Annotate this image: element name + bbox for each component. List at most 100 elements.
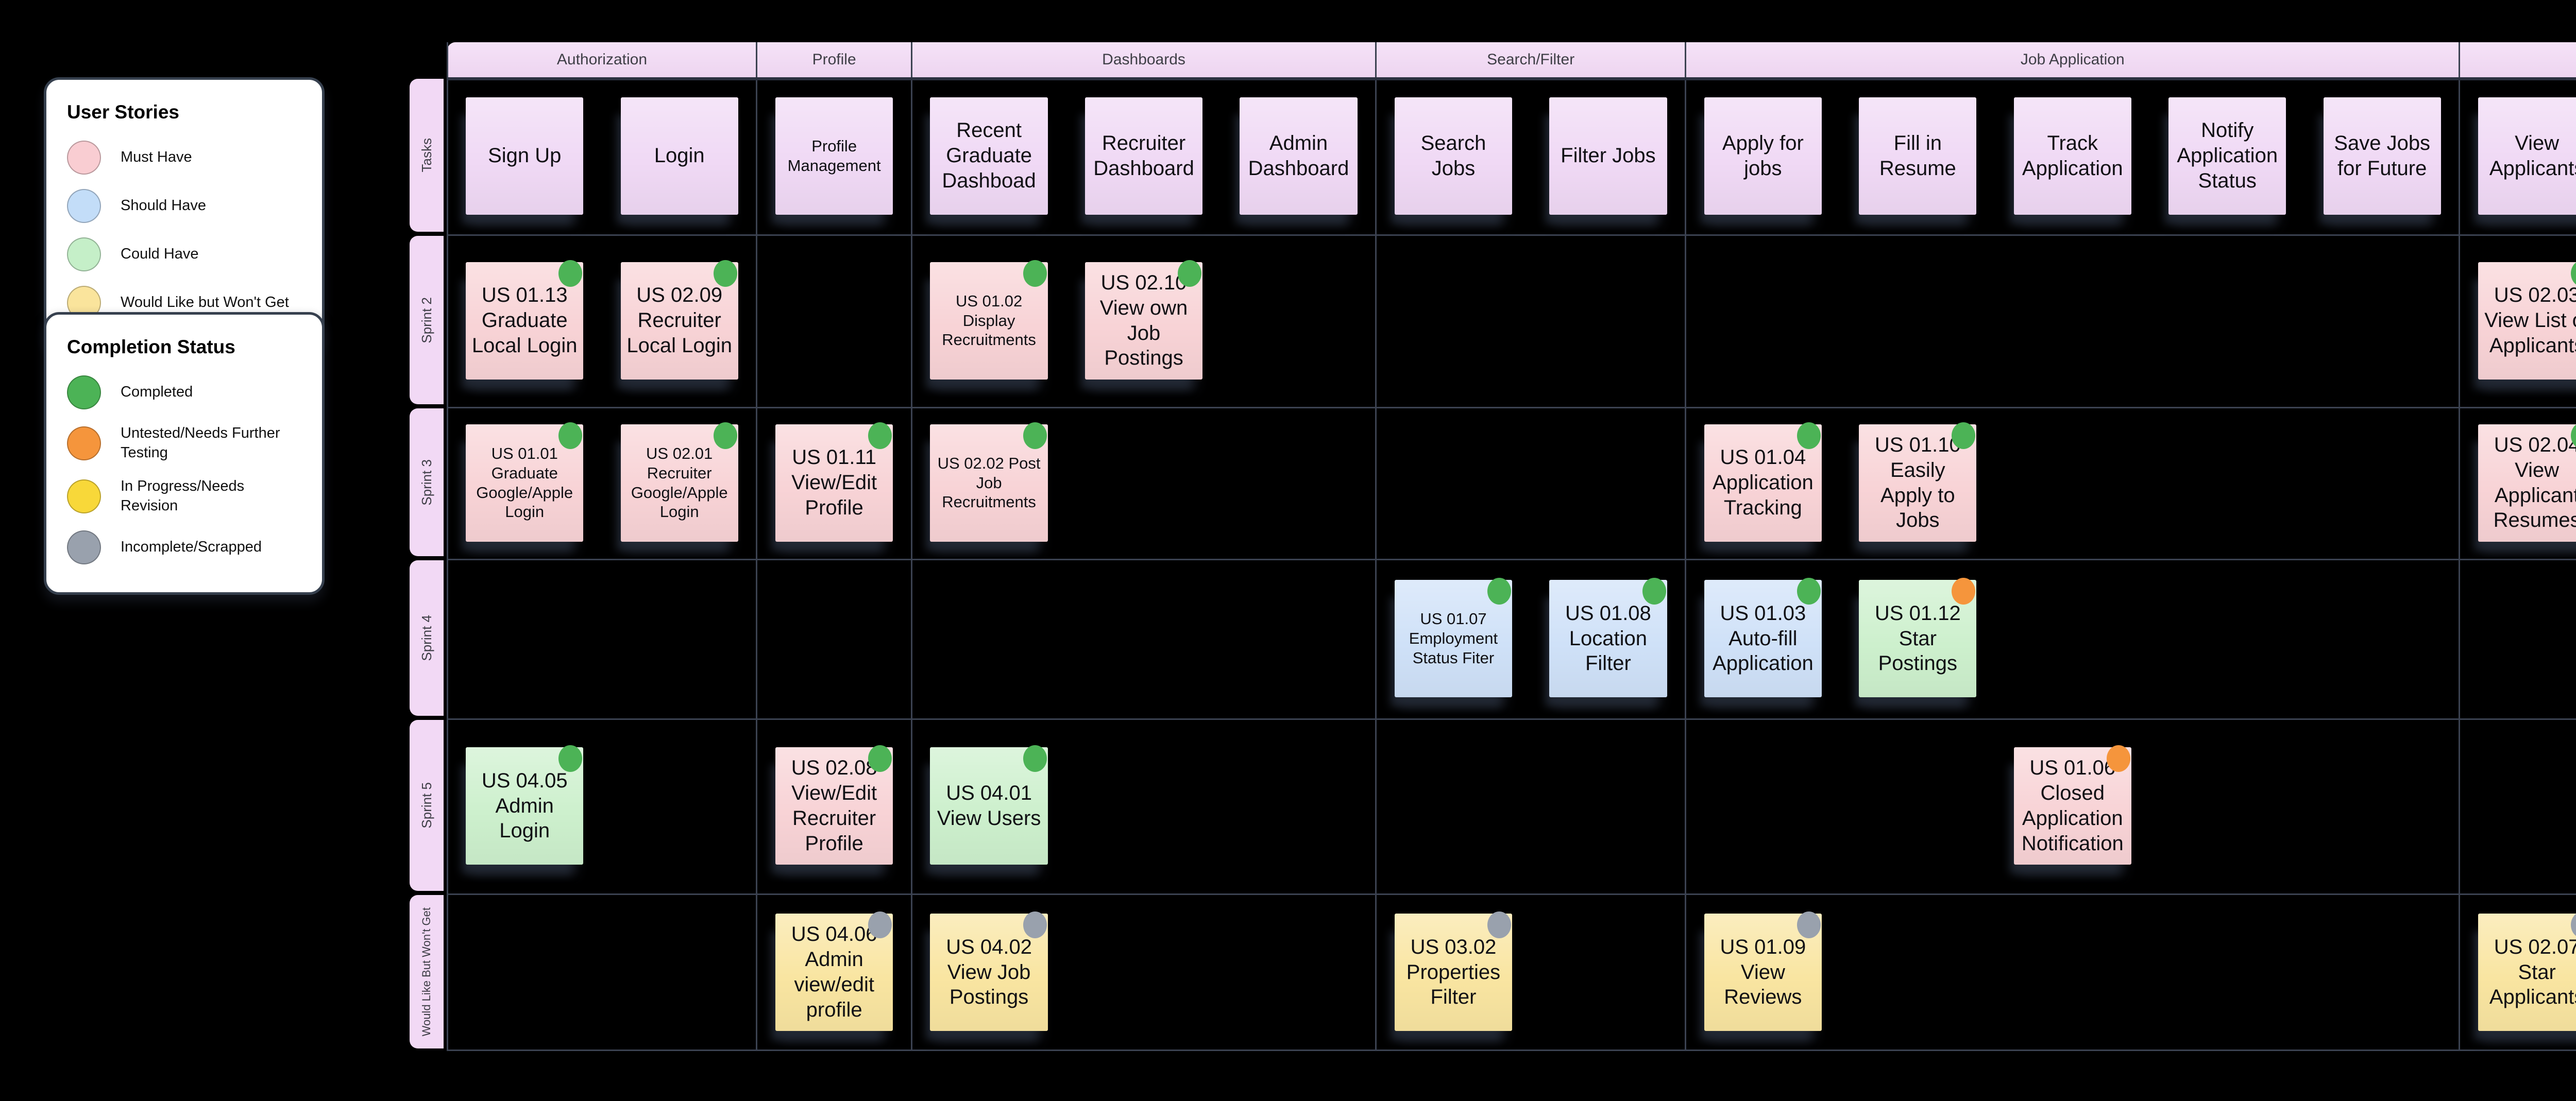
story-card[interactable]: US 02.07 Star Applicants (2478, 911, 2576, 1031)
card-text: Search Jobs (1420, 131, 1486, 180)
legend-label: Could Have (121, 246, 199, 263)
legend-label: Incomplete/Scrapped (121, 538, 262, 555)
legend-label: In Progress/Needs Revision (121, 478, 245, 514)
story-card[interactable]: US 01.07 Employment Status Fiter (1394, 578, 1513, 697)
story-card[interactable]: US 04.06 Admin view/edit profile (775, 911, 893, 1031)
legend-swatch (67, 479, 101, 514)
task-card[interactable]: Sign Up (466, 97, 584, 215)
story-card[interactable]: US 02.09 Recruiter Local Login (620, 260, 738, 380)
status-dot (558, 260, 583, 287)
status-dot (1487, 911, 1512, 938)
card-text: US 01.10 Easily Apply to Jobs (1874, 433, 1961, 532)
task-card[interactable]: Apply for jobs (1704, 97, 1822, 215)
legend-item: Would Like but Won't Get (67, 286, 301, 320)
status-dot (1797, 911, 1821, 938)
story-card[interactable]: US 01.04 Application Tracking (1704, 422, 1822, 542)
status-dot (1023, 745, 1047, 772)
row-label-text: Sprint 3 (418, 459, 434, 506)
status-dot (2571, 260, 2576, 287)
card-text: Admin Dashboard (1248, 131, 1349, 180)
story-card[interactable]: US 02.01 Recruiter Google/Apple Login (620, 422, 738, 542)
story-card[interactable]: US 01.09 View Reviews (1704, 911, 1822, 1031)
story-card[interactable]: US 04.05 Admin Login (466, 745, 584, 865)
card-text: US 02.02 Post Job Recruitments (937, 454, 1041, 511)
row-label: Tasks (410, 79, 444, 232)
legend-swatch (67, 141, 101, 175)
card-text: US 04.02 View Job Postings (946, 935, 1032, 1009)
status-dot (868, 422, 892, 449)
task-card[interactable]: Save Jobs for Future (2323, 97, 2441, 215)
board-row: US 04.06 Admin view/edit profile US 04.02… (447, 893, 2576, 1051)
card-text: US 02.09 Recruiter Local Login (626, 284, 732, 357)
card-text: US 01.08 Location Filter (1565, 601, 1651, 675)
story-card[interactable]: US 02.03 View List of Applicants (2478, 260, 2576, 380)
task-card[interactable]: Login (620, 97, 738, 215)
legend-label: Must Have (121, 149, 192, 166)
task-card[interactable]: Notify Application Status (2168, 97, 2286, 215)
status-dot (1797, 578, 1821, 605)
card-text: Filter Jobs (1561, 144, 1656, 167)
status-dot (1178, 260, 1202, 287)
task-card[interactable]: Recruiter Dashboard (1084, 97, 1203, 215)
task-card[interactable]: Search Jobs (1394, 97, 1513, 215)
row-label-text: Tasks (418, 138, 434, 173)
status-dot (1797, 422, 1821, 449)
column-header: Search/Filter (1376, 42, 1686, 77)
task-card[interactable]: Admin Dashboard (1240, 97, 1358, 215)
card-text: US 01.07 Employment Status Fiter (1409, 610, 1498, 667)
story-card[interactable]: US 01.06 Closed Application Notification (2013, 745, 2131, 865)
legend-item: Untested/Needs Further Testing (67, 424, 301, 462)
status-dot (1023, 911, 1047, 938)
card-text: Sign Up (488, 144, 562, 167)
task-card[interactable]: Filter Jobs (1549, 97, 1667, 215)
story-card[interactable]: US 01.08 Location Filter (1549, 578, 1667, 697)
card-text: US 04.05 Admin Login (481, 769, 568, 842)
status-dot (1642, 578, 1666, 605)
row-label-text: Sprint 5 (418, 782, 434, 829)
row-label: Sprint 2 (410, 236, 444, 404)
story-card[interactable]: US 01.12 Star Postings (1859, 578, 1977, 697)
story-card[interactable]: US 01.02 Display Recruitments (930, 260, 1048, 380)
story-card[interactable]: US 01.01 Graduate Google/Apple Login (466, 422, 584, 542)
card-text: Notify Application Status (2177, 119, 2278, 192)
status-dot (1023, 422, 1047, 449)
row-label: Sprint 4 (410, 560, 444, 716)
story-card[interactable]: US 01.03 Auto-fill Application (1704, 578, 1822, 697)
board-row: US 01.13 Graduate Local Login US 02.09 Re… (447, 234, 2576, 407)
story-card[interactable]: US 02.04 View Applicant Resumes (2478, 422, 2576, 542)
story-card[interactable]: US 02.10 View own Job Postings (1084, 260, 1203, 380)
card-text: US 01.13 Graduate Local Login (471, 284, 578, 357)
task-card[interactable]: Fill in Resume (1859, 97, 1977, 215)
story-card[interactable]: US 01.13 Graduate Local Login (466, 260, 584, 380)
task-card[interactable]: View Applicants (2478, 97, 2576, 215)
status-dot (713, 260, 737, 287)
status-dot (868, 745, 892, 772)
card-text: US 02.01 Recruiter Google/Apple Login (631, 444, 728, 521)
card-text: Save Jobs for Future (2334, 131, 2431, 180)
row-label-text: Sprint 2 (418, 297, 434, 343)
story-card[interactable]: US 03.02 Properties Filter (1394, 911, 1513, 1031)
story-card[interactable]: US 02.02 Post Job Recruitments (930, 422, 1048, 542)
story-card[interactable]: US 04.02 View Job Postings (930, 911, 1048, 1031)
status-dot (1023, 260, 1047, 287)
story-card[interactable]: US 01.10 Easily Apply to Jobs (1859, 422, 1977, 542)
task-card[interactable]: Profile Management (775, 97, 893, 215)
card-text: US 01.03 Auto-fill Application (1713, 601, 1814, 675)
card-text: Recruiter Dashboard (1093, 131, 1194, 180)
story-card[interactable]: US 04.01 View Users (930, 745, 1048, 865)
story-card[interactable]: US 01.11 View/Edit Profile (775, 422, 893, 542)
task-card[interactable]: Track Application (2013, 97, 2131, 215)
card-text: US 01.09 View Reviews (1720, 935, 1806, 1009)
card-text: Recent Graduate Dashboad (942, 119, 1036, 192)
card-text: Track Application (2022, 131, 2123, 180)
card-text: US 01.06 Closed Application Notification (2021, 756, 2124, 855)
story-card[interactable]: US 02.08 View/Edit Recruiter Profile (775, 745, 893, 865)
card-text: View Applicants (2489, 131, 2576, 180)
card-text: US 01.01 Graduate Google/Apple Login (476, 444, 573, 521)
legend-swatch (67, 426, 101, 460)
task-card[interactable]: Recent Graduate Dashboad (930, 97, 1048, 215)
